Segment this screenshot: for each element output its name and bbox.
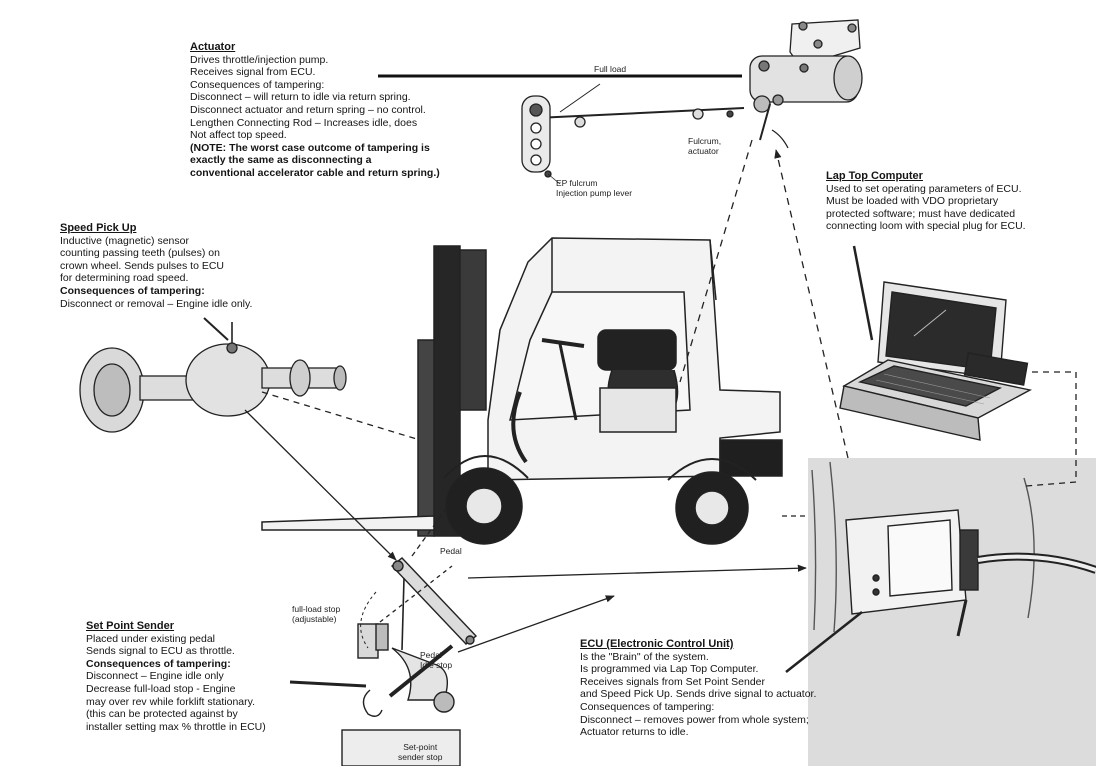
ecu-to-actuator-dashed-line <box>774 149 849 459</box>
laptop-text-block: Lap Top Computer Used to set operating p… <box>826 170 1026 233</box>
laptop-line: protected software; must have dedicated <box>826 207 1016 220</box>
speed-pickup-tamper-heading: Consequences of tampering: <box>60 284 205 297</box>
speed-pickup-text-block: Speed Pick Up Inductive (magnetic) senso… <box>60 222 252 310</box>
set-point-line: Sends signal to ECU as throttle. <box>86 645 235 658</box>
set-point-tamper-heading: Consequences of tampering: <box>86 657 231 670</box>
injection-pump-lever-illustration <box>521 83 745 185</box>
ep-fulcrum-label: EP fulcrum Injection pump lever <box>556 178 632 198</box>
actuator-line: Disconnect – will return to idle via ret… <box>190 91 411 104</box>
speed-pickup-heading: Speed Pick Up <box>60 222 137 234</box>
actuator-note-line: exactly the same as disconnecting a <box>190 154 372 167</box>
setpoint-sender-stop-line: sender stop <box>398 752 443 762</box>
full-load-label: Full load <box>594 64 627 74</box>
setpoint-sender-stop-line: Set-point <box>403 742 438 752</box>
laptop-computer-illustration <box>839 281 1033 441</box>
actuator-line: Disconnect actuator and return spring – … <box>190 103 426 116</box>
actuator-unit-illustration <box>749 19 863 149</box>
speed-pickup-axle-illustration <box>79 322 347 433</box>
speed-pickup-line: Inductive (magnetic) sensor <box>60 234 189 247</box>
actuator-note-line: (NOTE: The worst case outcome of tamperi… <box>190 141 430 154</box>
ecu-module-illustration <box>808 458 1096 766</box>
ecu-line: Actuator returns to idle. <box>580 726 689 739</box>
injection-lever-line: Injection pump lever <box>556 188 633 198</box>
laptop-line: connecting loom with special plug for EC… <box>826 220 1026 233</box>
laptop-line: Must be loaded with VDO proprietary <box>826 195 999 208</box>
fulcrum-actuator-line: Fulcrum, <box>688 136 722 146</box>
speed-pickup-dashed-line <box>261 391 421 441</box>
set-point-tamper-line: may over rev while forklift stationary. <box>86 695 256 708</box>
laptop-pointer-line <box>852 245 874 341</box>
pedal-idle-stop-line: Pedal <box>420 650 442 660</box>
speed-pickup-to-sender-line <box>244 409 397 561</box>
actuator-line: Lengthen Connecting Rod – Increases idle… <box>190 116 418 129</box>
speed-pickup-pointer-line <box>203 317 229 341</box>
fulcrum-actuator-label: Fulcrum, actuator <box>688 136 721 156</box>
speed-pickup-line: for determining road speed. <box>60 272 189 285</box>
ep-fulcrum-line: EP fulcrum <box>556 178 598 188</box>
ecu-pointer-line <box>785 611 863 673</box>
connection-lines <box>203 139 1077 688</box>
set-point-text-block: Set Point Sender Placed under existing p… <box>86 620 266 733</box>
setpoint-sender-stop-label: Set-point sender stop <box>398 742 442 762</box>
fulcrum-actuator-line: actuator <box>688 146 719 156</box>
set-point-tamper-line: installer setting max % throttle in ECU) <box>86 720 266 733</box>
actuator-dashed-drop-line <box>679 139 753 383</box>
full-load-stop-line: (adjustable) <box>292 614 337 624</box>
ecu-line: Disconnect – removes power from whole sy… <box>580 713 809 726</box>
pedal-idle-stop-label: Pedal Idle stop <box>420 650 452 670</box>
actuator-heading: Actuator <box>190 41 236 53</box>
actuator-note-line: conventional accelerator cable and retur… <box>190 166 440 179</box>
ecu-line: Is programmed via Lap Top Computer. <box>580 663 759 676</box>
actuator-line: Drives throttle/injection pump. <box>190 53 329 66</box>
ecu-line: and Speed Pick Up. Sends drive signal to… <box>580 688 817 701</box>
pedal-label: Pedal <box>440 546 462 556</box>
idle-stop-to-ecu-line <box>457 595 615 653</box>
full-load-stop-label: full-load stop (adjustable) <box>292 604 340 624</box>
set-point-heading: Set Point Sender <box>86 620 175 632</box>
set-point-tamper-line: Decrease full-load stop - Engine <box>86 682 236 695</box>
ecu-text-block: ECU (Electronic Control Unit) Is the "Br… <box>580 638 816 739</box>
ecu-heading: ECU (Electronic Control Unit) <box>580 638 734 650</box>
actuator-text-block: Actuator Drives throttle/injection pump.… <box>190 41 440 180</box>
ecu-line: Consequences of tampering: <box>580 700 715 713</box>
speed-pickup-line: counting passing teeth (pulses) on <box>60 247 220 260</box>
actuator-line: Consequences of tampering: <box>190 78 325 91</box>
ecu-line: Receives signals from Set Point Sender <box>580 675 766 688</box>
pedal-idle-stop-line: Idle stop <box>420 660 453 670</box>
set-point-pointer-line <box>289 680 367 688</box>
speed-pickup-tamper-line: Disconnect or removal – Engine idle only… <box>60 297 253 310</box>
laptop-heading: Lap Top Computer <box>826 170 923 182</box>
actuator-line: Receives signal from ECU. <box>190 66 316 79</box>
laptop-to-ecu-dashed-line <box>1025 371 1077 487</box>
actuator-line: Not affect top speed. <box>190 129 287 142</box>
sender-to-ecu-line <box>467 564 807 579</box>
ecu-line: Is the "Brain" of the system. <box>580 650 709 663</box>
set-point-sender-illustration <box>341 557 478 766</box>
speed-pickup-line: crown wheel. Sends pulses to ECU <box>60 259 224 272</box>
full-load-stop-line: full-load stop <box>292 604 341 614</box>
set-point-tamper-line: Disconnect – Engine idle only <box>86 670 224 683</box>
forklift-illustration <box>261 237 783 545</box>
set-point-line: Placed under existing pedal <box>86 632 216 645</box>
set-point-tamper-line: (this can be protected against by <box>86 708 238 721</box>
laptop-line: Used to set operating parameters of ECU. <box>826 182 1022 195</box>
